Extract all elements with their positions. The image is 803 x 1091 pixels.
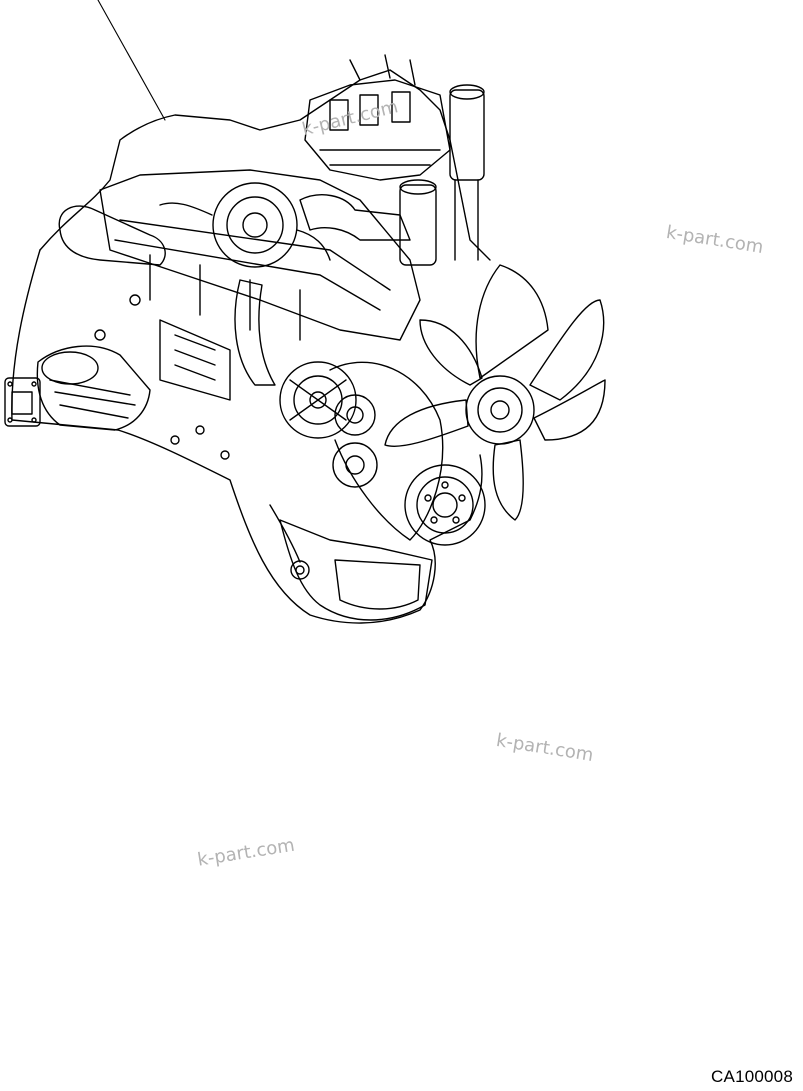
injector-cluster	[304, 54, 451, 181]
flywheel-bracket	[4, 377, 41, 427]
drawing-code: CA100008	[711, 1067, 793, 1086]
turbocharger	[159, 182, 331, 268]
intake-pipe	[58, 205, 166, 266]
engine-block-outline	[11, 249, 483, 624]
cooling-fan	[384, 264, 606, 521]
tensioner-pulley	[334, 394, 376, 436]
cylinder-head	[99, 169, 421, 341]
water-pump-pulley	[332, 442, 378, 488]
starter-motor	[36, 345, 151, 431]
drive-belt	[329, 361, 444, 541]
leader-line	[97, 0, 166, 121]
alternator	[279, 361, 357, 439]
crankshaft-damper	[404, 464, 486, 546]
filler-pipe	[399, 84, 485, 266]
oil-pan	[279, 519, 433, 621]
